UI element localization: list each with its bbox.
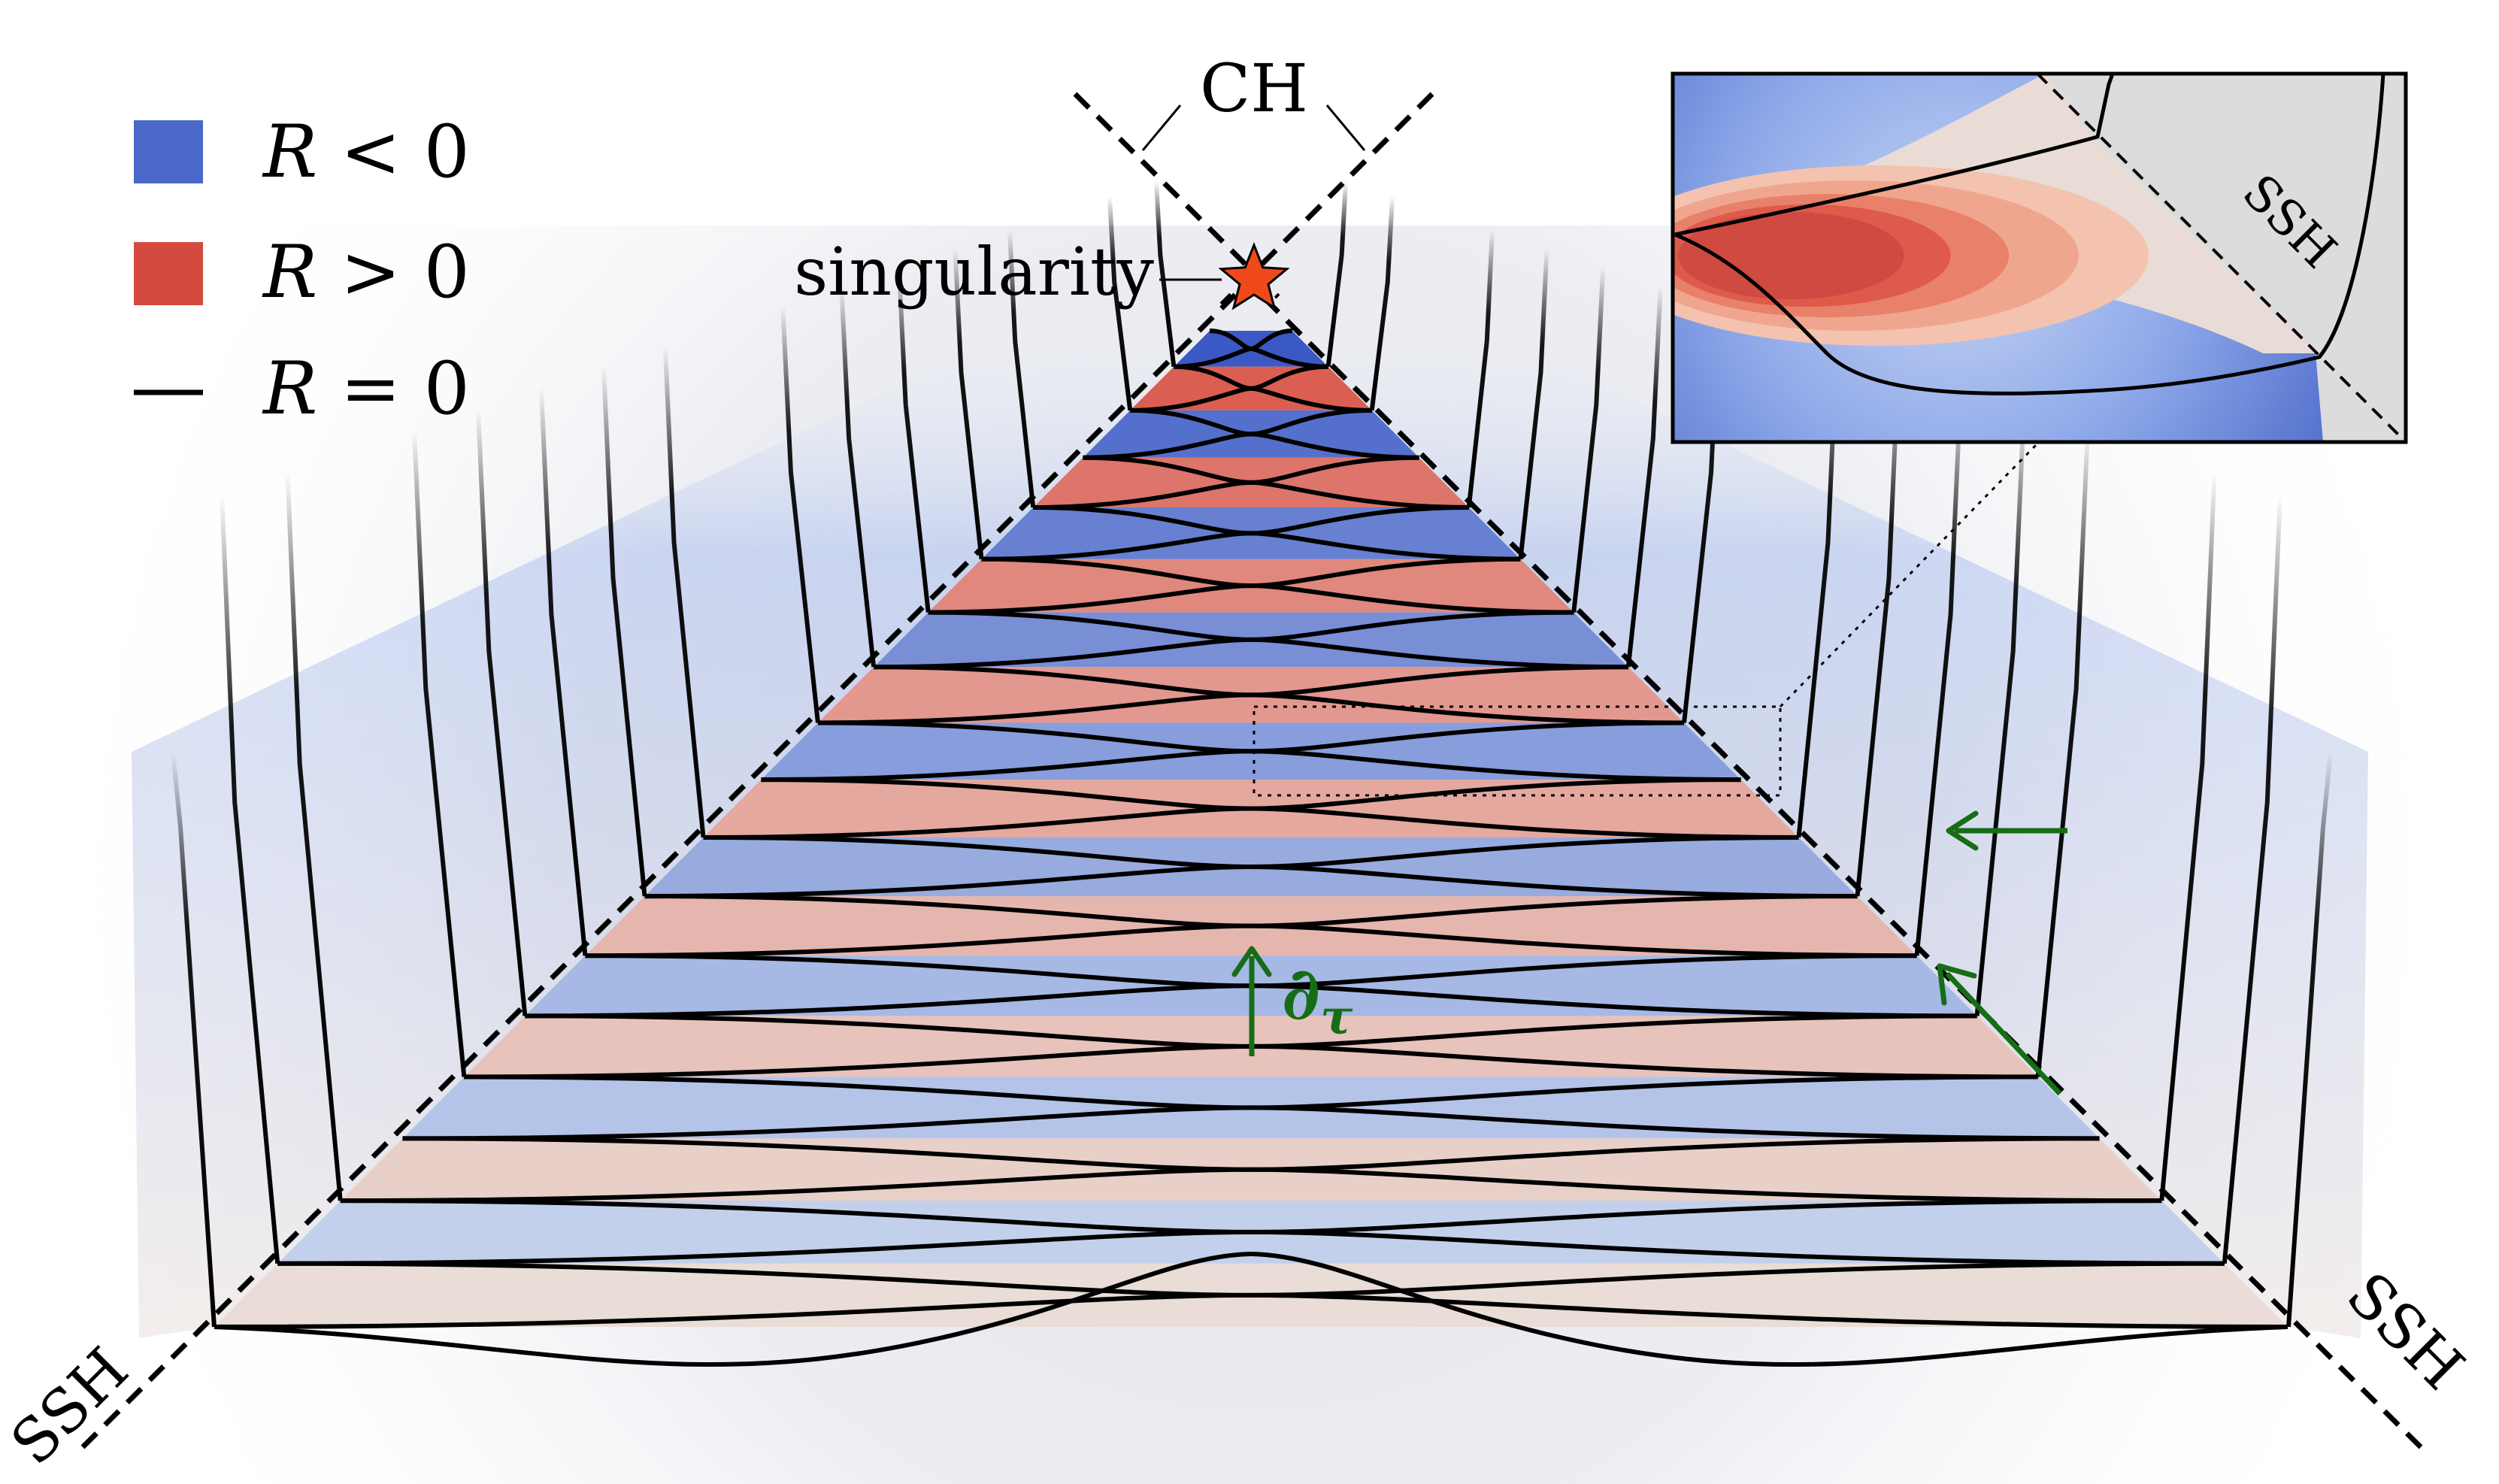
inset-curve-lower bbox=[1674, 74, 2385, 395]
zoom-box bbox=[1253, 705, 1782, 797]
d-tau-label: ∂τ bbox=[1282, 951, 1353, 1046]
outer-line-left bbox=[285, 473, 343, 1201]
outer-line-right bbox=[1974, 408, 2027, 1016]
outer-line-right bbox=[1466, 230, 1495, 508]
r-zero-curve bbox=[402, 1074, 2038, 1141]
r-zero-curve bbox=[1083, 407, 1372, 460]
r-zero-curve bbox=[928, 556, 1521, 615]
outer-line-left bbox=[171, 751, 217, 1328]
legend-label-zero: R = 0 bbox=[262, 347, 470, 431]
r-zero-curve bbox=[1250, 1252, 2288, 1367]
ssh-left-line bbox=[80, 280, 1250, 1449]
outer-line-left bbox=[780, 305, 820, 723]
star-icon bbox=[1218, 241, 1290, 310]
outer-line-right bbox=[2159, 473, 2217, 1201]
outer-line-left bbox=[953, 248, 984, 560]
ch-annotation: CH bbox=[1141, 50, 1366, 151]
inset-positive-blob bbox=[1673, 165, 2149, 346]
outer-line-left bbox=[412, 429, 467, 1077]
outer-line-right bbox=[1914, 387, 1964, 956]
ch-leader-right bbox=[1325, 104, 1366, 151]
outer-line-left bbox=[475, 408, 528, 1016]
zoom-leader bbox=[1779, 441, 2040, 708]
inset-ssh-line bbox=[2036, 74, 2406, 442]
outer-line-right bbox=[1518, 248, 1549, 560]
ch-label: CH bbox=[1200, 50, 1308, 127]
inset-curve-upper bbox=[1674, 74, 2115, 237]
outer-line-right bbox=[1625, 286, 1663, 668]
outer-line-left bbox=[1007, 230, 1036, 508]
ch-left-line bbox=[1073, 92, 1280, 299]
ch-leader-left bbox=[1141, 104, 1182, 151]
r-zero-wave-curves bbox=[214, 329, 2288, 1367]
r-zero-curve bbox=[817, 665, 1628, 725]
r-zero-curve bbox=[761, 720, 1685, 783]
inset-frame bbox=[1671, 71, 2408, 444]
legend-swatch-negative bbox=[134, 120, 203, 183]
legend: R < 0 R > 0 R = 0 bbox=[134, 110, 470, 431]
r-zero-curve bbox=[1033, 455, 1419, 510]
outer-line-right bbox=[2222, 495, 2282, 1264]
outer-line-right bbox=[1325, 180, 1349, 368]
outer-line-right bbox=[2286, 751, 2333, 1328]
ch-right-line bbox=[1219, 92, 1434, 307]
singularity-annotation: singularity bbox=[794, 233, 1290, 310]
outer-line-left bbox=[601, 366, 647, 897]
outer-line-right bbox=[2035, 429, 2090, 1077]
horizon-lines bbox=[80, 92, 2423, 1449]
arrow-icon bbox=[1937, 963, 2062, 1096]
legend-swatch-positive bbox=[134, 242, 203, 305]
outer-line-right bbox=[1571, 267, 1606, 613]
legend-label-negative: R < 0 bbox=[262, 110, 470, 194]
r-zero-curve bbox=[340, 1136, 2100, 1204]
outer-line-right bbox=[1369, 196, 1395, 411]
outer-line-left bbox=[896, 267, 931, 613]
r-zero-curve bbox=[585, 894, 1858, 959]
singularity-label: singularity bbox=[794, 233, 1154, 310]
r-zero-curve bbox=[644, 834, 1799, 899]
r-zero-curve bbox=[703, 777, 1741, 840]
inset-blob-layer bbox=[1678, 212, 1904, 299]
r-zero-curve bbox=[874, 610, 1574, 670]
legend-label-positive: R > 0 bbox=[262, 230, 470, 314]
outer-line-left bbox=[1107, 196, 1133, 411]
r-zero-curve bbox=[277, 1198, 2162, 1266]
curvature-bands bbox=[214, 331, 2288, 1327]
r-zero-curve bbox=[981, 504, 1469, 562]
arrow-icon bbox=[1946, 810, 2067, 851]
outer-line-left bbox=[839, 286, 877, 668]
outer-line-left bbox=[220, 495, 280, 1264]
arrow-icon bbox=[1231, 946, 1272, 1056]
r-zero-curve bbox=[214, 1252, 1252, 1367]
flow-arrows: ∂τ bbox=[1231, 810, 2067, 1096]
r-zero-curve bbox=[1130, 364, 1328, 413]
inset-panel: SSH bbox=[1671, 71, 2408, 444]
outer-line-left bbox=[1153, 180, 1177, 368]
r-zero-curve bbox=[1174, 329, 1293, 369]
outer-line-left bbox=[662, 346, 706, 838]
r-zero-curve bbox=[214, 1261, 2225, 1329]
outer-line-left bbox=[538, 387, 588, 956]
zoom-indicator bbox=[1253, 441, 2040, 797]
ssh-right-line bbox=[1246, 280, 2423, 1449]
